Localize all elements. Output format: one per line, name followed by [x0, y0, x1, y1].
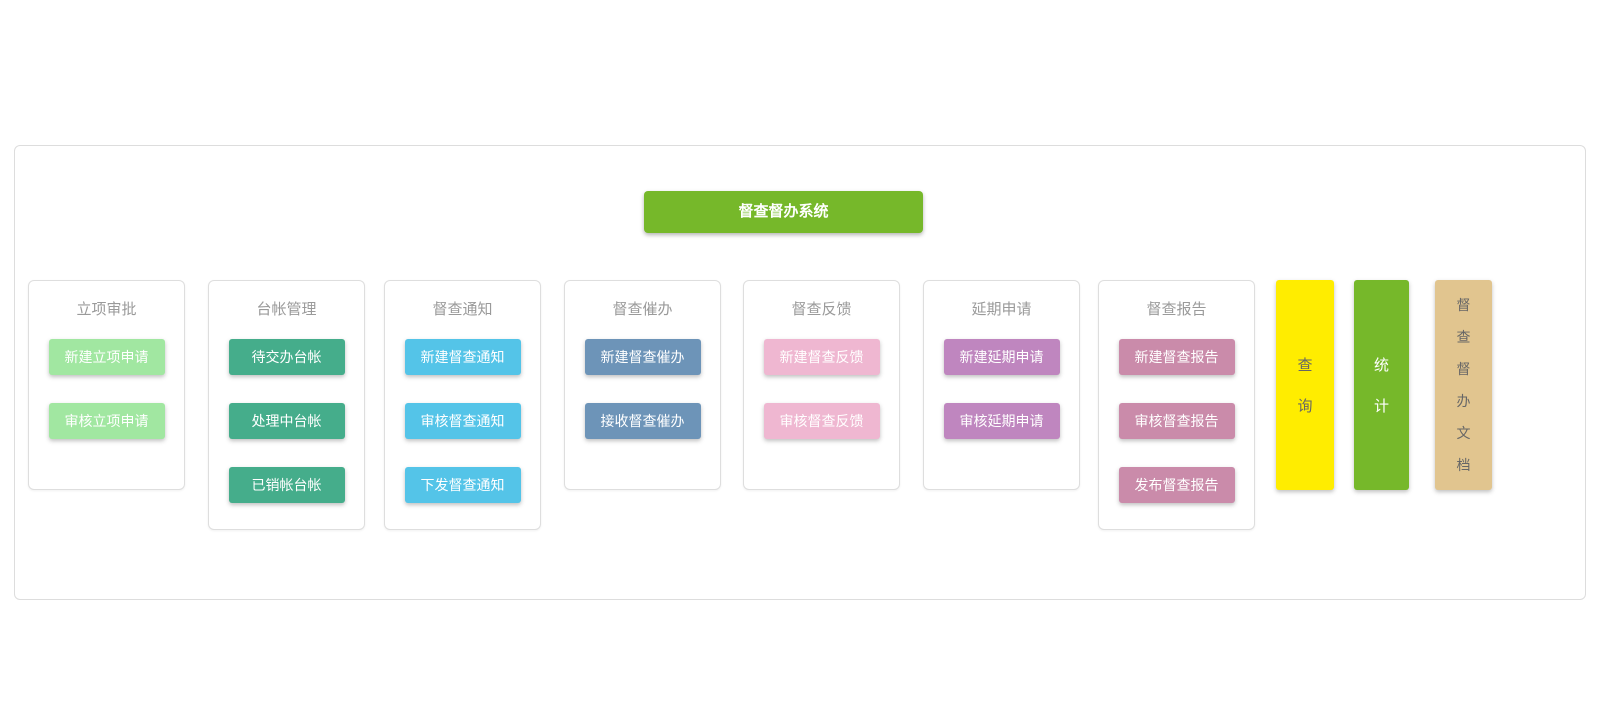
card-title: 督查通知 [432, 301, 493, 318]
action-button-review-inspection-feedback[interactable]: 审核督查反馈 [763, 403, 880, 439]
query-button[interactable]: 查询 [1276, 280, 1334, 490]
action-button-closed-ledger[interactable]: 已销帐台帐 [228, 467, 345, 503]
action-button-receive-inspection-reminder[interactable]: 接收督查催办 [584, 403, 701, 439]
action-button-pending-ledger[interactable]: 待交办台帐 [228, 339, 345, 375]
action-button-new-inspection-notice[interactable]: 新建督查通知 [404, 339, 521, 375]
action-button-new-inspection-feedback[interactable]: 新建督查反馈 [763, 339, 880, 375]
action-button-new-project-request[interactable]: 新建立项申请 [48, 339, 165, 375]
action-button-issue-inspection-notice[interactable]: 下发督查通知 [404, 467, 521, 503]
card-inspection-reminder: 督查催办 新建督查催办 接收督查催办 [564, 280, 721, 490]
card-inspection-report: 督查报告 新建督查报告 审核督查报告 发布督查报告 [1098, 280, 1255, 530]
action-button-processing-ledger[interactable]: 处理中台帐 [228, 403, 345, 439]
statistics-button-label: 统计 [1373, 357, 1389, 415]
action-button-publish-inspection-report[interactable]: 发布督查报告 [1118, 467, 1235, 503]
action-button-new-inspection-reminder[interactable]: 新建督查催办 [584, 339, 701, 375]
card-title: 台帐管理 [256, 301, 317, 318]
card-inspection-feedback: 督查反馈 新建督查反馈 审核督查反馈 [743, 280, 900, 490]
card-extension-request: 延期申请 新建延期申请 审核延期申请 [923, 280, 1080, 490]
action-button-new-extension-request[interactable]: 新建延期申请 [943, 339, 1060, 375]
card-title: 督查反馈 [791, 301, 852, 318]
card-title: 立项审批 [76, 301, 137, 318]
card-title: 督查催办 [612, 301, 673, 318]
card-inspection-notice: 督查通知 新建督查通知 审核督查通知 下发督查通知 [384, 280, 541, 530]
system-title-button[interactable]: 督查督办系统 [644, 191, 923, 233]
main-panel: 督查督办系统 立项审批 新建立项申请 审核立项申请 台帐管理 待交办台帐 处理中… [14, 145, 1586, 600]
documents-button-label: 督查督办文档 [1456, 297, 1471, 473]
card-project-approval: 立项审批 新建立项申请 审核立项申请 [28, 280, 185, 490]
documents-button[interactable]: 督查督办文档 [1435, 280, 1492, 490]
action-button-review-extension-request[interactable]: 审核延期申请 [943, 403, 1060, 439]
action-button-review-project-request[interactable]: 审核立项申请 [48, 403, 165, 439]
action-button-review-inspection-report[interactable]: 审核督查报告 [1118, 403, 1235, 439]
query-button-label: 查询 [1297, 357, 1313, 415]
card-title: 督查报告 [1146, 301, 1207, 318]
card-ledger-management: 台帐管理 待交办台帐 处理中台帐 已销帐台帐 [208, 280, 365, 530]
card-title: 延期申请 [971, 301, 1032, 318]
action-button-review-inspection-notice[interactable]: 审核督查通知 [404, 403, 521, 439]
statistics-button[interactable]: 统计 [1354, 280, 1409, 490]
action-button-new-inspection-report[interactable]: 新建督查报告 [1118, 339, 1235, 375]
